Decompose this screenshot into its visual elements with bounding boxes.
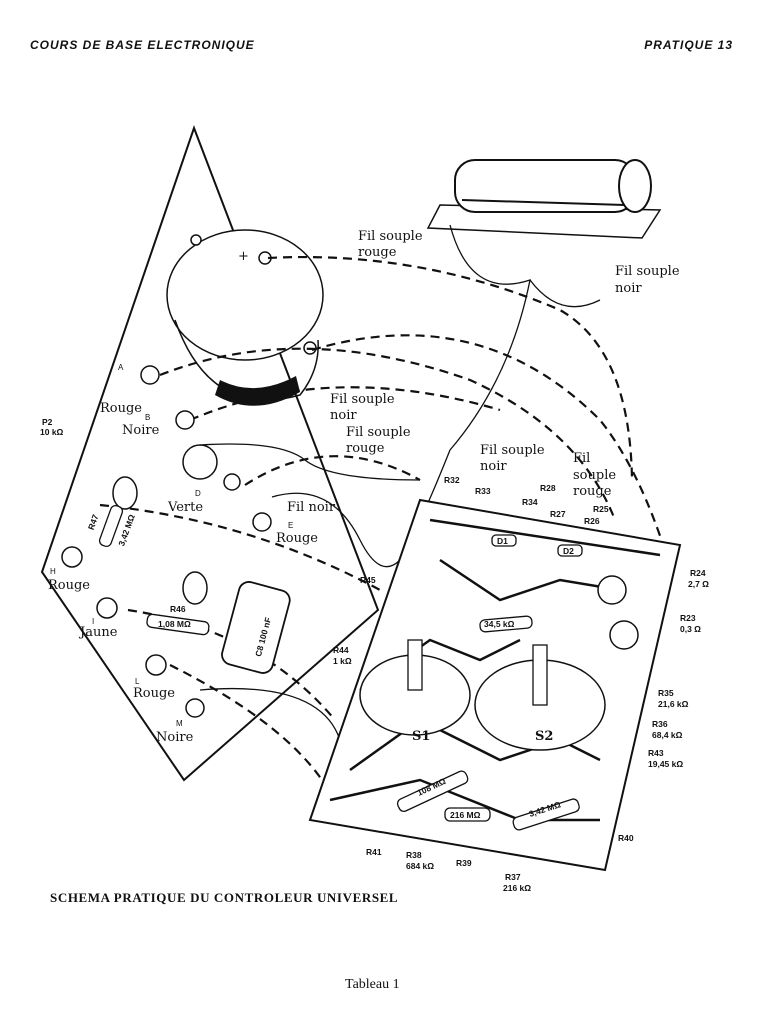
panel-hole	[112, 476, 138, 510]
component-label: R41	[366, 847, 382, 857]
wire-label: noir	[330, 408, 357, 423]
page-header-left: COURS DE BASE ELECTRONIQUE	[30, 38, 255, 52]
plus-sign: +	[238, 249, 249, 264]
terminal-color: Verte	[167, 500, 203, 515]
component-label: 1,08 MΩ	[158, 619, 191, 629]
component-label: R36	[652, 719, 668, 729]
wire-label: rouge	[573, 484, 612, 499]
terminal-color: Rouge	[276, 531, 318, 546]
component-label: R43	[648, 748, 664, 758]
terminals	[61, 365, 639, 718]
component-label: 2,7 Ω	[688, 579, 709, 589]
component-label: 1 kΩ	[333, 656, 352, 666]
wire-labels: Fil souple rouge Fil souple noir Fil sou…	[287, 229, 680, 515]
resistor-216m	[444, 807, 491, 822]
component-label: R33	[475, 486, 491, 496]
battery	[426, 159, 662, 239]
terminal-color: Rouge	[48, 578, 90, 593]
component-label: S2	[535, 729, 553, 744]
wire-label: Fil souple	[346, 425, 411, 440]
wire-label: rouge	[346, 441, 385, 456]
component-label: 21,6 kΩ	[658, 699, 689, 709]
terminal-color: Rouge	[100, 401, 142, 416]
terminal-letter: A	[118, 363, 124, 372]
component-label: R44	[333, 645, 349, 655]
terminal-letter: B	[145, 413, 150, 422]
component-label: R35	[658, 688, 674, 698]
terminal-letter: E	[288, 521, 293, 530]
diode-d1	[491, 534, 517, 547]
wire-label: Fil souple	[480, 443, 545, 458]
wire-label: noir	[480, 459, 507, 474]
wire-label: Fil souple	[615, 264, 680, 279]
diode-d2	[557, 544, 583, 557]
resistor-r47	[98, 504, 124, 548]
terminal-color: Noire	[156, 730, 194, 745]
component-label: 216 kΩ	[503, 883, 531, 893]
terminal-color: Rouge	[133, 686, 175, 701]
wire-label: Fil noir	[287, 500, 336, 515]
component-label: 10 kΩ	[40, 427, 64, 437]
component-label: R27	[550, 509, 566, 519]
component-label: R39	[456, 858, 472, 868]
component-label: 34,5 kΩ	[484, 619, 515, 629]
terminal-letter: I	[92, 617, 94, 626]
component-label: D2	[563, 546, 574, 556]
component-label: 216 MΩ	[450, 810, 481, 820]
terminal-letter: H	[50, 567, 56, 576]
panel-hole	[182, 571, 208, 605]
wire-label: noir	[615, 281, 642, 296]
wire-label: Fil	[573, 451, 590, 466]
terminal-letter: M	[176, 719, 183, 728]
page-header-right: PRATIQUE 13	[644, 38, 733, 52]
wire-label: souple	[573, 468, 616, 483]
component-label: R45	[360, 575, 376, 585]
terminal-color: Noire	[122, 423, 160, 438]
switch-s1	[359, 639, 471, 736]
wire-label: Fil souple	[358, 229, 423, 244]
component-label: R28	[540, 483, 556, 493]
capacitor-c8	[221, 581, 291, 674]
component-label: 684 kΩ	[406, 861, 434, 871]
potentiometer-p2	[182, 444, 218, 480]
terminal-color: Jaune	[78, 625, 118, 640]
terminal-letter: D	[195, 489, 201, 498]
component-label: R37	[505, 872, 521, 882]
component-label: R38	[406, 850, 422, 860]
switch-s2	[474, 644, 606, 751]
component-label: R24	[690, 568, 706, 578]
component-label: 68,4 kΩ	[652, 730, 683, 740]
component-label: R46	[170, 604, 186, 614]
wire-label: rouge	[358, 245, 397, 260]
resistor-342m	[512, 798, 580, 831]
figure-caption: SCHEMA PRATIQUE DU CONTROLEUR UNIVERSEL	[50, 890, 399, 905]
component-label: R32	[444, 475, 460, 485]
component-label: D1	[497, 536, 508, 546]
resistor-108m	[396, 770, 469, 812]
table-label: Tableau 1	[345, 977, 400, 992]
terminal-labels: A Rouge B Noire D Verte E Rouge H Rouge …	[48, 363, 318, 745]
component-label: 0,3 Ω	[680, 624, 701, 634]
wire-label: Fil souple	[330, 392, 395, 407]
component-label: R34	[522, 497, 538, 507]
component-label: R26	[584, 516, 600, 526]
solid-wires	[199, 224, 601, 741]
component-label: 19,45 kΩ	[648, 759, 683, 769]
resistor-345k	[479, 615, 533, 633]
component-label: S1	[412, 729, 430, 744]
terminal-letter: L	[135, 677, 140, 686]
component-label: R40	[618, 833, 634, 843]
component-label: R25	[593, 504, 609, 514]
component-label: P2	[42, 417, 53, 427]
resistor-r46	[146, 613, 210, 636]
component-label: R23	[680, 613, 696, 623]
